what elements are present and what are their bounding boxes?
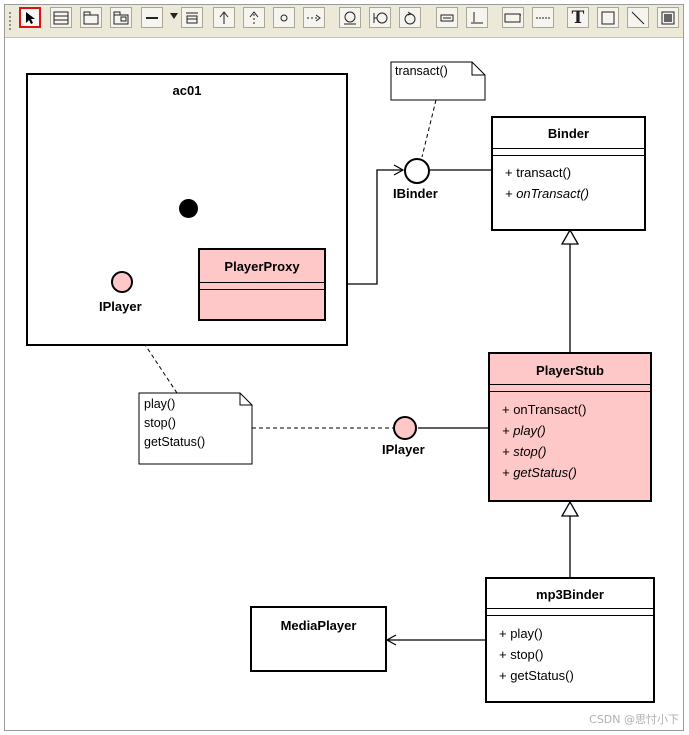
text-tool-button[interactable]: T	[567, 7, 589, 28]
class-tool-button[interactable]	[50, 7, 72, 28]
binder-operation: + onTransact()	[505, 186, 589, 201]
iplayer-left-label: IPlayer	[99, 299, 142, 314]
text-tool-icon: T	[571, 7, 585, 28]
boundary-tool-button[interactable]	[369, 7, 391, 28]
binder-divider-1	[493, 148, 644, 149]
class-mediaplayer[interactable]: MediaPlayer	[250, 606, 387, 672]
transact-note-anchor	[421, 99, 437, 158]
playerproxy-divider-2	[200, 289, 324, 290]
note-tool-icon	[439, 11, 455, 25]
actor-tool-button[interactable]	[339, 7, 361, 28]
interface-tool-icon	[277, 11, 291, 25]
class-playerproxy[interactable]: PlayerProxy	[198, 248, 326, 321]
mp3binder-operation: + getStatus()	[499, 668, 574, 683]
generalization-arrowhead-stub	[560, 500, 580, 517]
mp3binder-divider-2	[487, 615, 653, 616]
binder-title: Binder	[547, 126, 590, 141]
playerproxy-title: PlayerProxy	[224, 259, 300, 274]
initial-node-dot[interactable]	[179, 199, 198, 218]
iplayer-right-label: IPlayer	[382, 442, 425, 457]
toolbar-grip[interactable]	[8, 11, 12, 31]
mp3binder-operation: + stop()	[499, 647, 544, 662]
anchor-tool-icon	[469, 11, 485, 25]
mp3binder-operation: + play()	[499, 626, 543, 641]
box-tool-icon	[601, 11, 615, 25]
subsystem-tool-icon	[113, 11, 129, 25]
realization-tool-button[interactable]	[243, 7, 265, 28]
control-tool-icon	[402, 10, 418, 26]
mp3binder-divider-1	[487, 608, 653, 609]
binder-operation: + transact()	[505, 165, 572, 180]
playerstub-divider-2	[490, 391, 650, 392]
generalization-arrowhead-binder	[560, 228, 580, 245]
package-tool-button[interactable]	[80, 7, 102, 28]
dashed-line-tool-button[interactable]	[532, 7, 554, 28]
player-note-line: stop()	[144, 416, 176, 430]
class-playerstub[interactable]: PlayerStub + onTransact() + play() + sto…	[488, 352, 652, 502]
ibinder-label: IBinder	[393, 186, 438, 201]
generalization-tool-icon	[217, 10, 231, 25]
rectangle-tool-icon	[504, 11, 522, 25]
mediaplayer-title: MediaPlayer	[280, 618, 357, 633]
association-dropdown-icon[interactable]	[170, 13, 178, 19]
subsystem-tool-button[interactable]	[110, 7, 132, 28]
playerstub-title: PlayerStub	[536, 363, 604, 378]
actor-tool-icon	[342, 10, 358, 26]
playerproxy-divider-1	[200, 282, 324, 283]
generalization-tool-button[interactable]	[213, 7, 235, 28]
line-tool-icon	[631, 11, 645, 25]
player-note-line: play()	[144, 397, 176, 411]
boundary-tool-icon	[372, 10, 388, 26]
watermark: CSDN @思忖小下	[589, 713, 679, 726]
playerstub-operation: + stop()	[502, 444, 547, 459]
binder-divider-2	[493, 155, 644, 156]
playerstub-operation: + getStatus()	[502, 465, 577, 480]
playerstub-divider-1	[490, 384, 650, 385]
interface-tool-button[interactable]	[273, 7, 295, 28]
transact-note-line: transact()	[395, 64, 448, 78]
image-tool-icon	[661, 11, 675, 25]
line-tool-button[interactable]	[627, 7, 649, 28]
dependency-tool-icon	[184, 11, 200, 25]
iplayer-left-interface[interactable]	[111, 271, 133, 293]
select-tool-button[interactable]	[19, 7, 41, 28]
control-tool-button[interactable]	[399, 7, 421, 28]
anchor-tool-button[interactable]	[466, 7, 488, 28]
class-mp3binder[interactable]: mp3Binder + play() + stop() + getStatus(…	[485, 577, 655, 703]
ibinder-interface[interactable]	[404, 158, 430, 184]
class-binder[interactable]: Binder + transact() + onTransact()	[491, 116, 646, 231]
image-tool-button[interactable]	[657, 7, 679, 28]
note-tool-button[interactable]	[436, 7, 458, 28]
rectangle-tool-button[interactable]	[502, 7, 524, 28]
iplayer-right-interface[interactable]	[393, 416, 417, 440]
playerstub-operation: + play()	[502, 423, 546, 438]
component-title: ac01	[172, 83, 202, 98]
box-tool-button[interactable]	[597, 7, 619, 28]
dashed-line-tool-icon	[535, 11, 551, 25]
dependency-tool-button[interactable]	[181, 7, 203, 28]
player-note-line: getStatus()	[144, 435, 206, 449]
realization-dotted-tool-button[interactable]	[303, 7, 325, 28]
realization-tool-icon	[247, 10, 261, 25]
association-tool-icon	[144, 11, 160, 25]
proxy-ibinder-dependency	[326, 164, 405, 285]
playerstub-operation: + onTransact()	[502, 402, 587, 417]
package-tool-icon	[83, 11, 99, 25]
association-tool-button[interactable]	[141, 7, 163, 28]
class-tool-icon	[53, 11, 69, 25]
realization-dotted-tool-icon	[306, 11, 322, 25]
select-tool-icon	[24, 11, 36, 25]
mp3binder-title: mp3Binder	[536, 587, 604, 602]
